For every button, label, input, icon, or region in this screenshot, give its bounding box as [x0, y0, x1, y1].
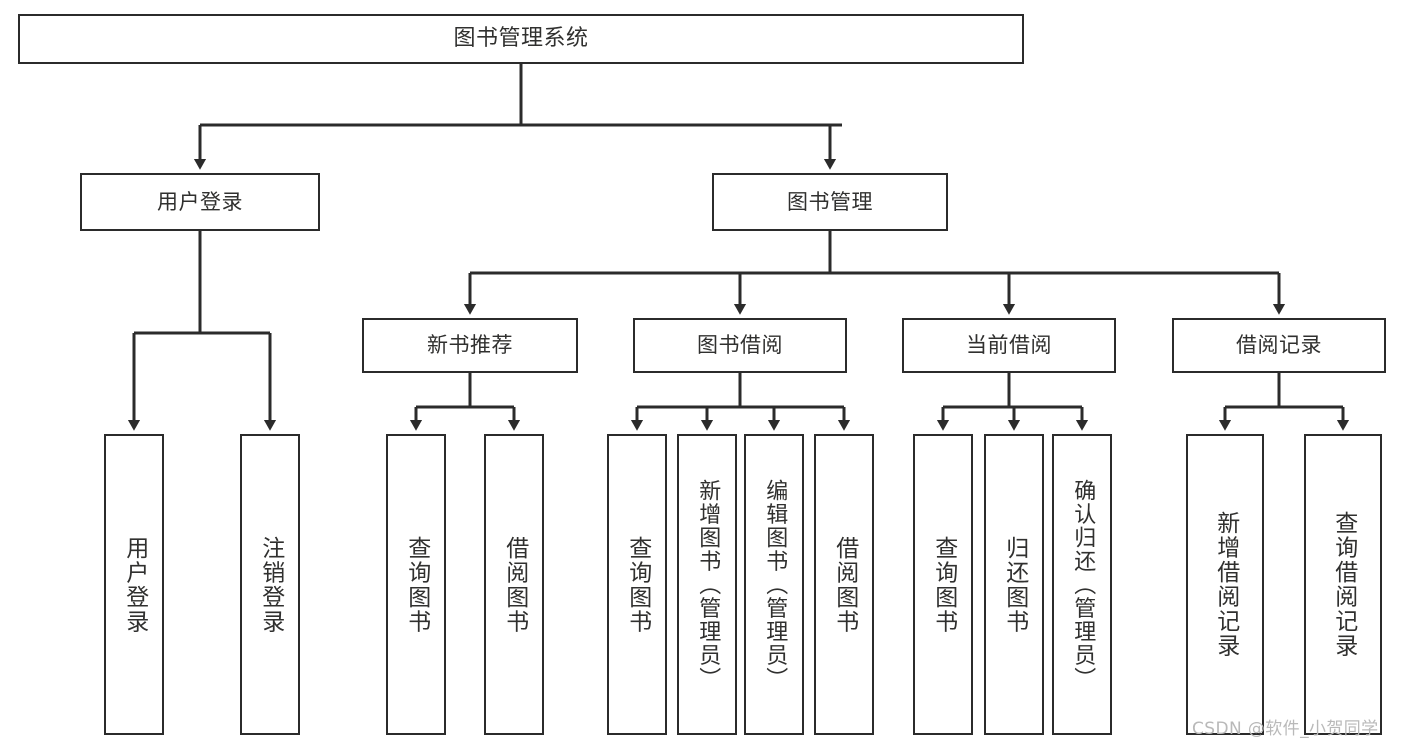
node-leaf-query-record[interactable]: 查询借阅记录	[1304, 434, 1382, 735]
node-current-borrow-label: 当前借阅	[966, 333, 1052, 358]
node-current-borrow[interactable]: 当前借阅	[902, 318, 1116, 373]
node-leaf-edit-book-label: 编辑图书（管理员）	[762, 478, 788, 691]
node-leaf-user-logout-label: 注销登录	[257, 535, 284, 634]
node-leaf-query-book-2[interactable]: 查询图书	[607, 434, 667, 735]
node-leaf-add-book[interactable]: 新增图书（管理员）	[677, 434, 737, 735]
node-leaf-edit-book[interactable]: 编辑图书（管理员）	[744, 434, 804, 735]
node-borrow-record[interactable]: 借阅记录	[1172, 318, 1386, 373]
node-leaf-user-login[interactable]: 用户登录	[104, 434, 164, 735]
node-book-borrow-label: 图书借阅	[697, 333, 783, 358]
node-book-manage[interactable]: 图书管理	[712, 173, 948, 231]
node-leaf-add-record-label: 新增借阅记录	[1212, 511, 1239, 658]
node-user-login[interactable]: 用户登录	[80, 173, 320, 231]
node-leaf-query-book-1[interactable]: 查询图书	[386, 434, 446, 735]
node-root[interactable]: 图书管理系统	[18, 14, 1024, 64]
node-book-manage-label: 图书管理	[787, 189, 873, 214]
node-leaf-confirm-return-label: 确认归还（管理员）	[1070, 478, 1096, 691]
node-leaf-borrow-book-1[interactable]: 借阅图书	[484, 434, 544, 735]
node-leaf-query-book-1-label: 查询图书	[403, 535, 430, 634]
node-leaf-query-book-3[interactable]: 查询图书	[913, 434, 973, 735]
csdn-watermark: CSDN @软件_小贺同学	[1192, 719, 1379, 739]
node-leaf-return-book[interactable]: 归还图书	[984, 434, 1044, 735]
node-user-login-label: 用户登录	[157, 189, 243, 214]
node-leaf-user-logout[interactable]: 注销登录	[240, 434, 300, 735]
node-leaf-borrow-book-2[interactable]: 借阅图书	[814, 434, 874, 735]
node-borrow-record-label: 借阅记录	[1236, 333, 1322, 358]
node-leaf-confirm-return[interactable]: 确认归还（管理员）	[1052, 434, 1112, 735]
node-leaf-return-book-label: 归还图书	[1001, 535, 1028, 634]
node-leaf-user-login-label: 用户登录	[121, 535, 148, 634]
node-leaf-query-book-2-label: 查询图书	[624, 535, 651, 634]
node-leaf-add-book-label: 新增图书（管理员）	[695, 478, 721, 691]
node-leaf-query-book-3-label: 查询图书	[930, 535, 957, 634]
node-new-book-recommend-label: 新书推荐	[427, 333, 513, 358]
node-book-borrow[interactable]: 图书借阅	[633, 318, 847, 373]
node-new-book-recommend[interactable]: 新书推荐	[362, 318, 578, 373]
node-leaf-add-record[interactable]: 新增借阅记录	[1186, 434, 1264, 735]
node-leaf-query-record-label: 查询借阅记录	[1330, 511, 1357, 658]
node-leaf-borrow-book-2-label: 借阅图书	[831, 535, 858, 634]
node-leaf-borrow-book-1-label: 借阅图书	[501, 535, 528, 634]
node-root-label: 图书管理系统	[453, 26, 589, 52]
